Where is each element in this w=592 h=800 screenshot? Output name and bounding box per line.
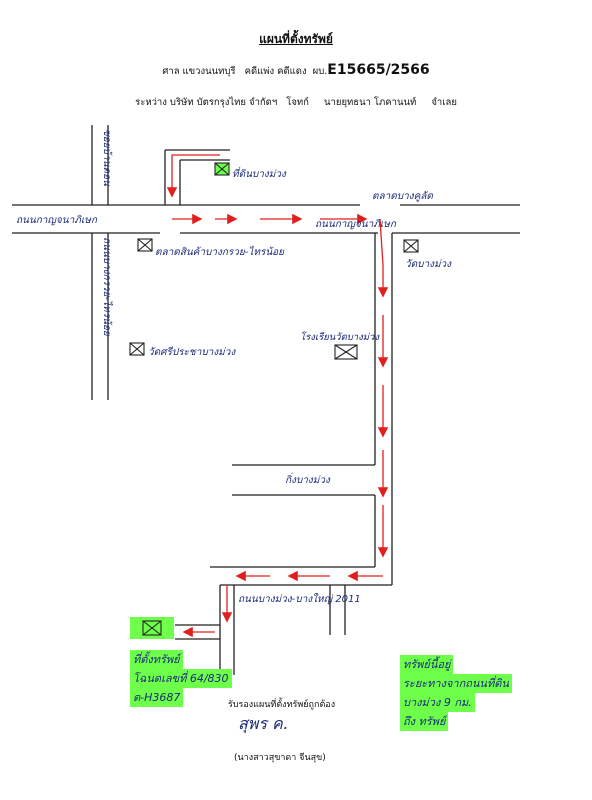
signature: สุพร ค. — [238, 714, 288, 733]
distance-line-3: บางม่วง 9 กม. — [400, 693, 475, 712]
plot-number: ต-H3687 — [130, 688, 184, 707]
defendant-role: จำเลย — [431, 97, 457, 108]
property-label: ที่ตั้งทรัพย์ — [130, 650, 183, 669]
market-left-label: ตลาดสินค้าบางกรวย-ไทรน้อย — [155, 246, 285, 258]
school-label: ที่ดินบางม่วง — [232, 166, 287, 180]
map-title: แผนที่ตั้งทรัพย์ — [259, 32, 333, 46]
case-label: คดีแพ่ง คดีแดง — [244, 66, 307, 77]
location-map: ซอยบ้านดอน ถนนบางกรวย-ไทรน้อย ถนนกาญจนาภ… — [12, 125, 520, 675]
building-mid-label: โรงเรียนวัดบางม่วง — [300, 331, 380, 343]
signer-name: (นางสาวสุขาดา จีนสุข) — [234, 753, 326, 763]
plaintiff-name: บริษัท บัตรกรุงไทย จำกัดฯ — [169, 97, 278, 108]
road-lines — [12, 125, 520, 675]
map-labels: ซอยบ้านดอน ถนนบางกรวย-ไทรน้อย ถนนกาญจนาภ… — [16, 129, 452, 605]
temple-right-label: วัดบางม่วง — [405, 259, 452, 270]
defendant-name: นายยุทธนา โภคานนท์ — [324, 97, 417, 108]
plaintiff-role: โจทก์ — [286, 97, 309, 108]
soi-mid-label: กิ่งบางม่วง — [285, 472, 331, 486]
temple-left-marker — [129, 342, 145, 356]
court-name: แขวงนนทบุรี — [182, 66, 236, 77]
distance-line-2: ระยะทางจากถนนที่ดิน — [400, 674, 512, 693]
left-road-top-label: ซอยบ้านดอน — [101, 129, 113, 187]
case-number: E15665/2566 — [327, 62, 430, 78]
distance-note: ทรัพย์นี้อยู่ ระยะทางจากถนนที่ดิน บางม่ว… — [400, 655, 512, 731]
property-info: ที่ตั้งทรัพย์ โฉนดเลขที่ 64/830 ต-H3687 — [130, 650, 232, 707]
court-line: ศาล แขวงนนทบุรี คดีแพ่ง คดีแดง ผบ.E15665… — [0, 62, 592, 79]
certify-text: รับรองแผนที่ตั้งทรัพย์ถูกต้อง — [228, 700, 336, 710]
left-road-bottom-label: ถนนบางกรวย-ไทรน้อย — [101, 237, 113, 337]
road-right-label: ถนนกาญจนาภิเษก — [315, 218, 397, 230]
between-label: ระหว่าง — [135, 97, 167, 108]
temple-right-marker — [403, 239, 419, 253]
parties-line: ระหว่าง บริษัท บัตรกรุงไทย จำกัดฯ โจทก์ … — [0, 95, 592, 110]
court-label: ศาล — [162, 66, 180, 77]
distance-line-1: ทรัพย์นี้อยู่ — [400, 655, 454, 674]
property-marker — [130, 617, 174, 639]
top-road-label: ถนนกาญจนาภิเษก — [16, 214, 98, 226]
distance-line-4: ถึง ทรัพย์ — [400, 712, 449, 731]
route-arrows — [166, 154, 389, 638]
case-prefix: ผบ. — [312, 66, 328, 77]
road-bottom-label: ถนนบางม่วง-บางใหญ่ 2011 — [238, 593, 361, 605]
building-mid-marker — [334, 344, 358, 360]
deed-number: โฉนดเลขที่ 64/830 — [130, 669, 232, 688]
market-left-marker — [137, 238, 153, 252]
junction-label: ตลาดบางคูลัด — [372, 191, 433, 202]
school-marker — [214, 162, 230, 176]
temple-left-label: วัดศรีประชาบางม่วง — [148, 346, 236, 358]
building-markers — [129, 162, 419, 639]
